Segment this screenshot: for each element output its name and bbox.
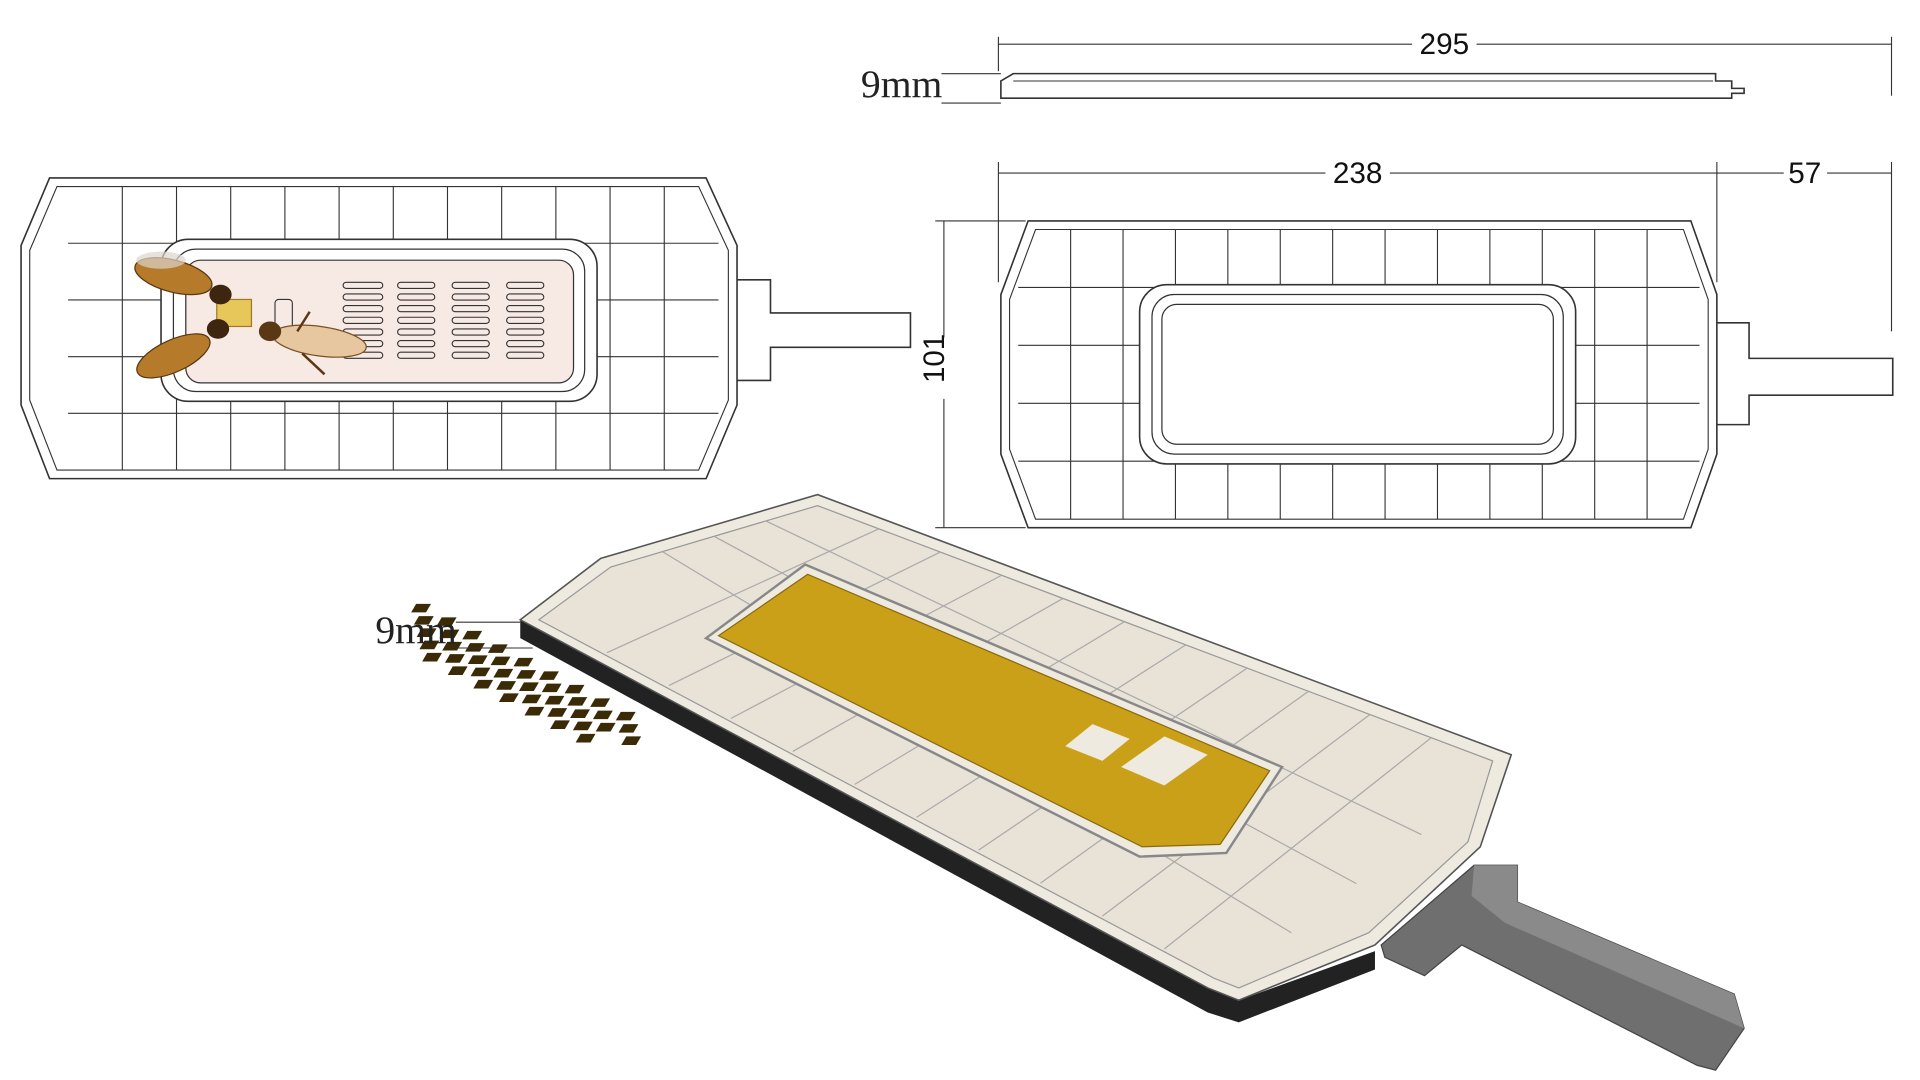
rib <box>1164 737 1432 950</box>
slot <box>397 305 436 313</box>
hole <box>444 654 465 663</box>
thickness-label-top: 9mm <box>861 62 943 106</box>
handle-grip <box>1380 864 1745 1071</box>
top-plan-view-with-bees <box>20 177 912 480</box>
hole <box>567 697 588 706</box>
hole <box>518 682 539 691</box>
hole <box>498 693 519 702</box>
hole <box>590 698 611 707</box>
slot <box>397 293 436 301</box>
slot <box>451 351 490 359</box>
hole <box>541 683 562 693</box>
hole <box>516 670 537 679</box>
overall-length-label: 295 <box>1420 28 1470 61</box>
hole <box>465 643 485 652</box>
dimension-overall-length: 295 <box>997 28 1893 96</box>
slot <box>342 305 384 313</box>
hole <box>416 628 437 637</box>
slot <box>397 351 436 359</box>
side-profile-view: 9mm <box>861 62 1745 106</box>
slot <box>506 281 545 289</box>
slot <box>342 316 384 324</box>
hole <box>487 644 508 653</box>
hole <box>411 603 432 613</box>
slot <box>506 293 545 301</box>
hole <box>564 684 585 694</box>
slot <box>397 340 436 348</box>
width-label: 101 <box>918 334 951 383</box>
hole <box>621 736 642 745</box>
hole <box>490 656 511 666</box>
slot <box>506 328 545 336</box>
hole <box>493 668 514 678</box>
slot <box>451 281 490 289</box>
yellow-excluder-plate <box>717 573 1271 848</box>
rib <box>765 520 1422 836</box>
hole <box>439 629 460 639</box>
hole <box>550 720 570 729</box>
hole <box>615 711 636 721</box>
hole <box>539 671 559 680</box>
hole <box>575 733 596 743</box>
slot <box>506 316 545 324</box>
hole <box>570 709 590 718</box>
slot <box>397 328 436 336</box>
hole <box>513 657 534 667</box>
queen-bee-icon <box>258 311 367 376</box>
slot <box>342 293 384 301</box>
hole <box>473 679 494 689</box>
perspective-view: 9mm <box>375 493 1745 1071</box>
slot <box>451 328 490 336</box>
hole <box>413 616 434 625</box>
slot <box>451 340 490 348</box>
slot <box>506 351 545 359</box>
slot <box>451 293 490 301</box>
hole <box>618 724 639 733</box>
hole <box>544 695 565 705</box>
hole <box>422 652 443 662</box>
slot <box>506 340 545 348</box>
hole <box>436 617 457 626</box>
hole <box>572 721 593 731</box>
hole <box>524 706 545 716</box>
hole <box>419 640 440 650</box>
hole <box>462 630 483 640</box>
handle-length-label: 57 <box>1788 157 1821 190</box>
slot <box>397 316 436 324</box>
hole <box>447 666 468 675</box>
hole <box>595 722 616 732</box>
slot <box>342 281 384 289</box>
hole <box>470 667 491 677</box>
bee-icon <box>134 251 232 305</box>
hole <box>547 708 568 717</box>
hole <box>496 681 517 690</box>
slot <box>506 305 545 313</box>
bee-icon <box>136 319 230 379</box>
dimensioned-plan-view: 238 57 101 <box>918 157 1894 529</box>
slot <box>451 316 490 324</box>
thickness-label-3d: 9mm <box>375 608 457 652</box>
body-length-label: 238 <box>1333 157 1383 190</box>
hole <box>467 655 488 664</box>
hole <box>521 694 542 704</box>
slot <box>397 281 436 289</box>
slot <box>451 305 490 313</box>
hole <box>592 710 613 720</box>
rib <box>606 528 880 654</box>
